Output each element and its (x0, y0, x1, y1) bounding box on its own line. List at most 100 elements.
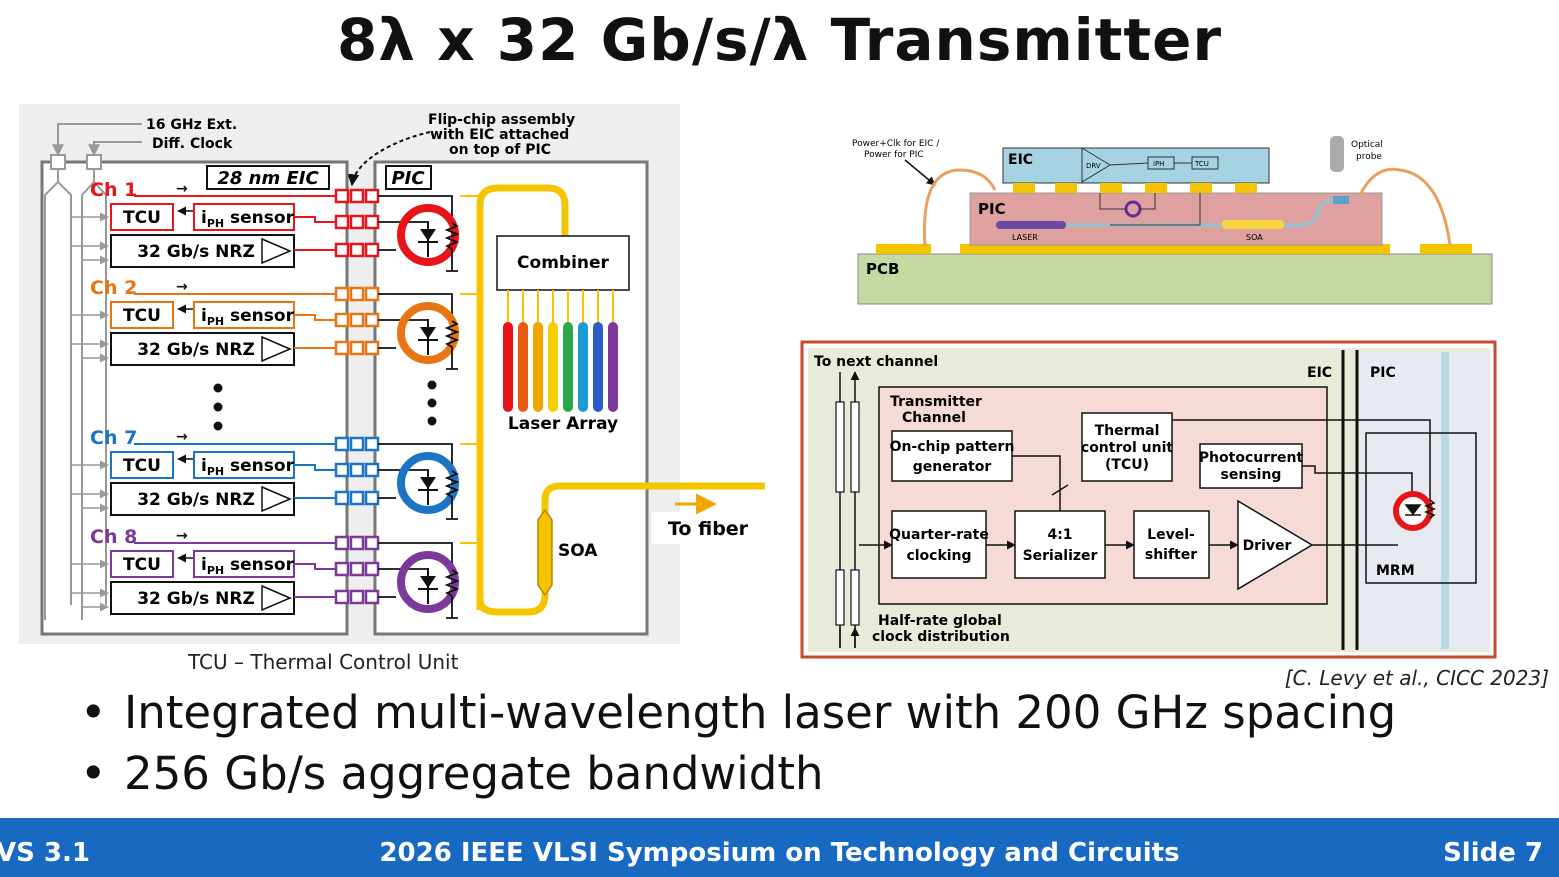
power-label-1: Power+Clk for EIC / (852, 139, 940, 149)
iph-sensor-box (193, 550, 295, 578)
bullet-item: • 256 Gb/s aggregate bandwidth (80, 747, 823, 800)
tcu-label: TCU (123, 456, 161, 476)
driver-icon (261, 335, 292, 363)
laser-bar (578, 322, 588, 412)
footer-session: VS 3.1 (0, 838, 90, 868)
flipchip-pads (334, 286, 380, 356)
tcu-box (110, 451, 174, 479)
half-rate-label-2: clock distribution (872, 629, 1010, 645)
bullet-item: •Integrated multi-wavelength laser with … (80, 686, 1396, 739)
channel-arrow: → (176, 429, 188, 445)
flipchip-label-1: Flip-chip assembly (428, 112, 575, 128)
nrz-label: 32 Gb/s NRZ (137, 490, 255, 510)
pattern-gen-label-2: generator (913, 459, 992, 475)
channel-label: Ch 2 (90, 277, 137, 299)
channel-group: Ch 7 → TCU iPH sensor 32 Gb/s NRZ (71, 427, 480, 520)
eic-label: 28 nm EIC (217, 168, 319, 189)
channel-label: Ch 1 (90, 179, 137, 201)
laser-bar (503, 322, 513, 412)
footer-conference: 2026 IEEE VLSI Symposium on Technology a… (379, 838, 1180, 868)
heater-resistor-icon (444, 569, 460, 619)
footer-bar: VS 3.1 2026 IEEE VLSI Symposium on Techn… (0, 818, 1559, 877)
nrz-label: 32 Gb/s NRZ (137, 242, 255, 262)
package-drv-label: DRV (1086, 162, 1101, 170)
laser-array (503, 290, 618, 412)
channel-arrow: → (176, 528, 188, 544)
tcu-box (110, 550, 174, 578)
serializer-label-2: Serializer (1023, 548, 1098, 564)
nrz-label: 32 Gb/s NRZ (137, 340, 255, 360)
package-laser-label: LASER (1012, 233, 1038, 242)
bullet-dot: • (80, 686, 107, 739)
quarter-rate-label-1: Quarter-rate (889, 527, 989, 543)
iph-sensor-label: iPH sensor (201, 306, 295, 328)
driver-icon (261, 584, 292, 612)
laser-bar (518, 322, 528, 412)
optical-probe-2: probe (1356, 152, 1382, 162)
diagram-canvas: 16 GHz Ext. Diff. Clock Flip-chip assemb… (19, 104, 1497, 659)
channel-arrow: → (176, 181, 188, 197)
driver-icon (261, 237, 292, 265)
bullet-text: 256 Gb/s aggregate bandwidth (124, 747, 824, 800)
channel-group: Ch 1 → TCU iPH sensor 32 Gb/s NRZ (71, 179, 480, 272)
laser-bar (533, 322, 543, 412)
bullet-dot: • (80, 747, 107, 800)
transmitter-channel-label-1: Transmitter (890, 394, 982, 410)
level-shifter-label-2: shifter (1145, 547, 1197, 563)
half-rate-label-1: Half-rate global (878, 613, 1002, 629)
citation: [C. Levy et al., CICC 2023] (1284, 666, 1549, 690)
nrz-label: 32 Gb/s NRZ (137, 589, 255, 609)
laser-bar (563, 322, 573, 412)
block-eic-label: EIC (1307, 365, 1332, 381)
transmitter-block-diagram: EIC PIC To next channel Transmitter Chan… (800, 340, 1497, 659)
to-next-channel-label: To next channel (814, 354, 938, 370)
laser-bar (548, 322, 558, 412)
power-label-2: Power for PIC (864, 150, 924, 160)
package-soa-label: SOA (1246, 233, 1263, 242)
channel-label: Ch 8 (90, 526, 137, 548)
tcu-label: TCU (123, 208, 161, 228)
laser-array-label: Laser Array (508, 414, 618, 434)
heater-resistor-icon (444, 222, 460, 272)
clock-label-2: Diff. Clock (152, 136, 233, 152)
package-eic-label: EIC (1008, 152, 1033, 168)
left-system-diagram: 16 GHz Ext. Diff. Clock Flip-chip assemb… (19, 104, 765, 644)
slide-title: 8λ x 32 Gb/s/λ Transmitter (336, 6, 1223, 74)
transmitter-channel-label-2: Channel (902, 410, 966, 426)
driver-label: Driver (1243, 538, 1292, 554)
package-iph-label: iPH (1153, 160, 1164, 168)
optical-probe-1: Optical (1351, 140, 1383, 150)
package-pic-label: PIC (978, 200, 1006, 218)
photocurrent-label-1: Photocurrent (1199, 450, 1304, 466)
driver-icon (261, 485, 292, 513)
combiner-label: Combiner (517, 253, 609, 273)
flipchip-label-2: with EIC attached (430, 127, 569, 143)
tcu-label: TCU (123, 555, 161, 575)
tcu-label: TCU (123, 306, 161, 326)
heater-resistor-icon (444, 320, 460, 370)
channel-label: Ch 7 (90, 427, 137, 449)
pattern-gen-label-1: On-chip pattern (890, 439, 1015, 455)
channel-arrow: → (176, 279, 188, 295)
thermal-label-3: (TCU) (1105, 457, 1149, 473)
flipchip-pads (334, 188, 380, 258)
pic-label: PIC (391, 168, 425, 189)
flipchip-pads (334, 535, 380, 605)
serializer-label-1: 4:1 (1047, 527, 1072, 543)
package-tcu-label: TCU (1194, 160, 1209, 168)
thermal-label-2: control unit (1081, 440, 1174, 456)
level-shifter-label-1: Level- (1147, 527, 1195, 543)
laser-bar (608, 322, 618, 412)
iph-sensor-label: iPH sensor (201, 456, 295, 478)
package-cross-section: PCB PIC LASER SOA EIC DRV iPH TCU Power+… (852, 136, 1493, 305)
iph-sensor-label: iPH sensor (201, 555, 295, 577)
iph-sensor-label: iPH sensor (201, 208, 295, 230)
clock-label-1: 16 GHz Ext. (146, 117, 237, 133)
photocurrent-label-2: sensing (1221, 467, 1282, 483)
pcb-label: PCB (866, 260, 899, 278)
tcu-box (110, 203, 174, 231)
flipchip-pads (334, 436, 380, 506)
flipchip-label-3: on top of PIC (449, 142, 551, 158)
mrm-label: MRM (1376, 563, 1415, 579)
